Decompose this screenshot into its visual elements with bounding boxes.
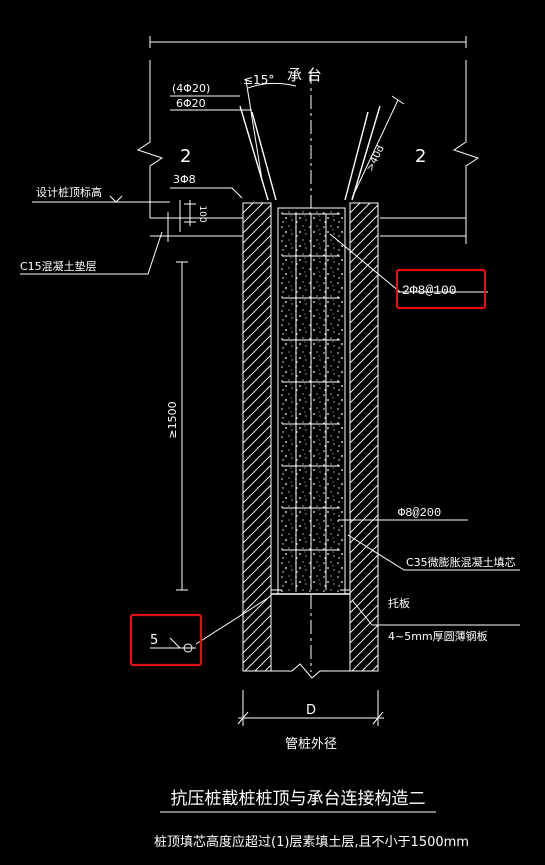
right-leaders [329, 233, 520, 626]
weld-symbol [150, 597, 269, 653]
zone-right-label: 2 [415, 146, 426, 167]
angle-label: ≤15° [243, 73, 274, 87]
embed-label: 100 [197, 205, 207, 222]
cushion-label: C15混凝土垫层 [20, 259, 97, 273]
height-dim-label: ≥1500 [166, 401, 179, 438]
core-concrete-label: C35微膨胀混凝土填芯 [406, 555, 516, 569]
pile-right-wall [349, 202, 379, 672]
support-plate [243, 589, 378, 679]
plate-name-label: 托板 [388, 596, 410, 610]
plate-spec-label: 4~5mm厚圆薄钢板 [388, 629, 488, 643]
diameter-label: D [306, 703, 316, 718]
highlight-spiral-label [395, 268, 487, 310]
cap-right-edge [452, 60, 480, 244]
spiral-label: 2Φ8@100 [402, 283, 457, 298]
height-dimension [176, 261, 188, 591]
highlight-weld-symbol [129, 613, 203, 667]
weld-size-label: 5 [150, 633, 158, 648]
pile-top-elev-label: 设计桩顶标高 [36, 185, 102, 199]
drawing-title: 抗压桩截桩桩顶与承台连接构造二 [171, 789, 426, 809]
pile-cap [136, 36, 480, 244]
bar-main-label: 6Φ20 [176, 97, 206, 110]
pile-dia-label: 管桩外径 [285, 737, 337, 752]
pile-left-wall [242, 202, 272, 672]
bar-alt-label: (4Φ20) [172, 82, 210, 95]
stirrup-body-label: Φ8@200 [398, 506, 441, 520]
anchor-bars [170, 79, 405, 201]
core-concrete-fill [277, 207, 346, 595]
cap-left-edge [136, 60, 164, 218]
stirrup-top-label: 3Φ8 [173, 173, 196, 186]
cap-label: 承 台 [287, 66, 322, 84]
zone-left-label: 2 [180, 146, 191, 167]
diameter-dimension [237, 690, 384, 726]
drawing-note: 桩顶填芯高度应超过(1)层素填土层,且不小于1500mm [154, 834, 469, 850]
elevation-leader [20, 195, 170, 275]
